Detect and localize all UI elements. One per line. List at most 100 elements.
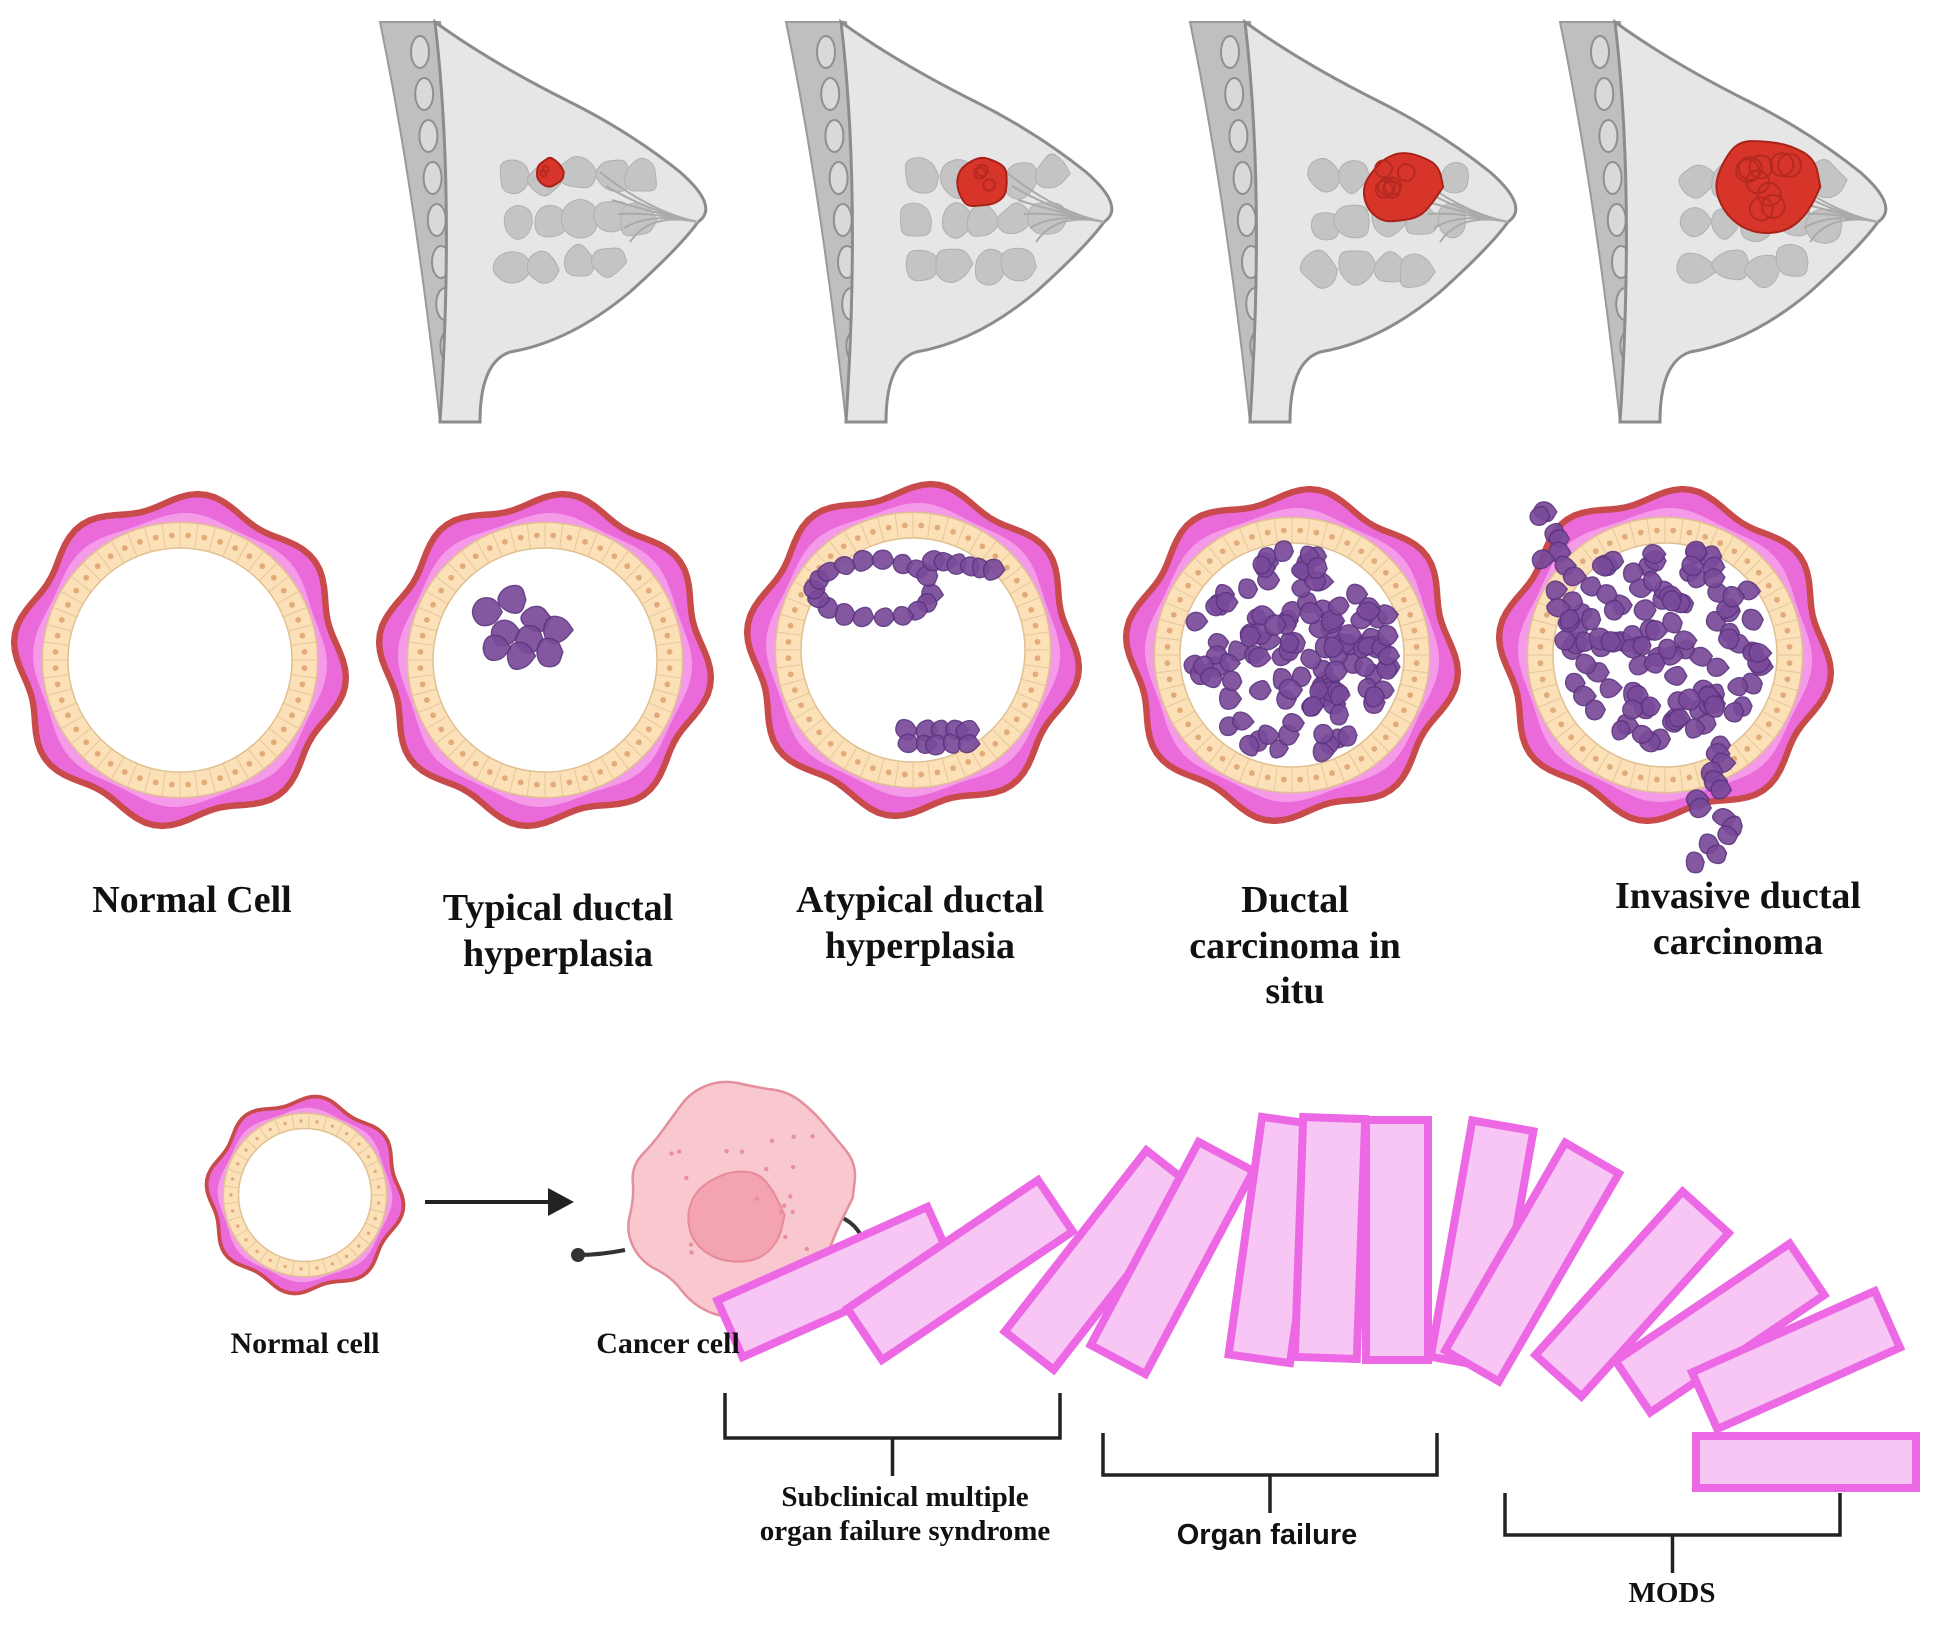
cell-nucleus: [992, 740, 999, 747]
epithelial-cell-border: [859, 522, 871, 547]
epithelial-cell-border: [1021, 613, 1047, 622]
carcinoma-cell: [1248, 680, 1272, 701]
epithelial-cell-border: [653, 688, 679, 697]
invasive-carcinoma-cell: [1706, 657, 1730, 678]
epithelial-cell-border: [95, 550, 113, 572]
cell-nucleus: [660, 617, 667, 623]
carcinoma-cell: [1238, 578, 1259, 600]
epithelial-cell-border: [1388, 585, 1412, 600]
carcinoma-cell: [1306, 557, 1328, 580]
cell-nucleus: [1249, 533, 1255, 540]
atypical-cell: [873, 607, 896, 628]
epithelial-cell-border: [1400, 618, 1426, 627]
epithelial-cell-border: [1743, 733, 1763, 753]
epithelial-cell-border: [335, 1122, 344, 1137]
epithelial-cell-border: [927, 513, 932, 540]
duct-section-4: [1122, 485, 1462, 825]
carcinoma-cell: [1324, 660, 1349, 683]
cell-nucleus: [52, 648, 59, 655]
cell-nucleus: [344, 1254, 349, 1259]
organ-domino: [1439, 1137, 1625, 1387]
carcinoma-cell: [1248, 646, 1272, 668]
cell-nucleus: [517, 779, 524, 786]
cell-nucleus: [1185, 582, 1192, 589]
epithelial-cell-border: [1380, 570, 1402, 588]
cell-nucleus: [1032, 622, 1039, 629]
cell-nucleus: [1755, 569, 1762, 576]
cell-nucleus: [1755, 734, 1762, 741]
epithelial-cell-border: [335, 1253, 344, 1268]
cell-nucleus: [1195, 734, 1202, 741]
tumor-mass: [1362, 152, 1445, 223]
epithelial-cell-border: [283, 702, 308, 714]
cell-nucleus: [787, 622, 794, 629]
cell-nucleus: [217, 775, 223, 782]
cell-nucleus: [1413, 660, 1420, 667]
epithelial-cell-border: [980, 738, 998, 760]
lobule: [1000, 247, 1037, 282]
rib: [1598, 119, 1619, 153]
lobule: [1775, 244, 1809, 277]
epithelial-cell-border: [60, 715, 84, 730]
cell-nucleus: [645, 587, 652, 594]
lobule: [624, 157, 657, 192]
cell-nucleus: [121, 545, 128, 551]
cell-nucleus: [1164, 643, 1171, 650]
epithelial-cell-border: [803, 717, 825, 735]
epithelial-cell-border: [600, 756, 615, 780]
cell-nucleus: [330, 1262, 335, 1266]
cell-nucleus: [1407, 692, 1414, 698]
cell-nucleus: [1028, 607, 1035, 613]
cell-nucleus: [979, 543, 986, 550]
lobule: [560, 199, 598, 239]
cell-nucleus: [854, 759, 861, 765]
epithelial-cell-border: [1158, 618, 1184, 627]
epithelial-cell-border: [1164, 601, 1189, 613]
cell-nucleus: [979, 750, 986, 757]
hyperplasia-cell: [536, 637, 564, 668]
cell-nucleus: [992, 553, 999, 560]
cell-nucleus: [1164, 660, 1171, 667]
cell-nucleus: [259, 563, 266, 570]
cell-nucleus: [1344, 540, 1351, 546]
lobule: [499, 159, 530, 195]
cell-nucleus: [65, 601, 71, 608]
epithelial-cell-border: [447, 562, 467, 582]
cell-nucleus: [152, 779, 159, 786]
rib: [1232, 161, 1253, 195]
epithelial-cell-border: [258, 1127, 269, 1141]
epithelial-cell-border: [408, 641, 435, 646]
carcinoma-cell: [1313, 723, 1335, 745]
epithelial-cell-border: [1021, 678, 1047, 687]
tumor-mass: [956, 156, 1008, 208]
epithelial-cell-border: [435, 575, 457, 593]
cancer-cell-granule: [810, 1134, 815, 1139]
cell-nucleus: [107, 760, 114, 767]
epithelial-cell-border: [955, 753, 967, 778]
epithelial-cell-border: [82, 562, 102, 582]
cell-nucleus: [185, 781, 192, 788]
rib: [820, 77, 841, 111]
cell-nucleus: [1653, 776, 1660, 783]
invasive-carcinoma-cell: [1673, 630, 1698, 651]
cell-nucleus: [1249, 770, 1255, 777]
epithelial-cell-border: [126, 763, 138, 788]
epithelial-cell-border: [322, 1116, 328, 1132]
cell-nucleus: [664, 681, 671, 688]
cell-nucleus: [611, 760, 618, 767]
lobule: [1399, 253, 1436, 288]
cell-nucleus: [550, 781, 557, 788]
epithelial-cell-border: [276, 715, 300, 730]
epithelial-cell-border: [95, 748, 113, 770]
tumor-texture: [982, 178, 996, 192]
epithelial-cell-border: [1023, 664, 1050, 669]
cell-nucleus: [870, 528, 876, 535]
cell-nucleus: [244, 1238, 248, 1242]
cell-nucleus: [185, 532, 192, 539]
cell-nucleus: [885, 524, 892, 531]
epithelial-cell-border: [793, 705, 817, 720]
tumor-texture: [1374, 159, 1393, 179]
rib: [816, 35, 836, 69]
organ-domino: [1692, 1432, 1920, 1492]
